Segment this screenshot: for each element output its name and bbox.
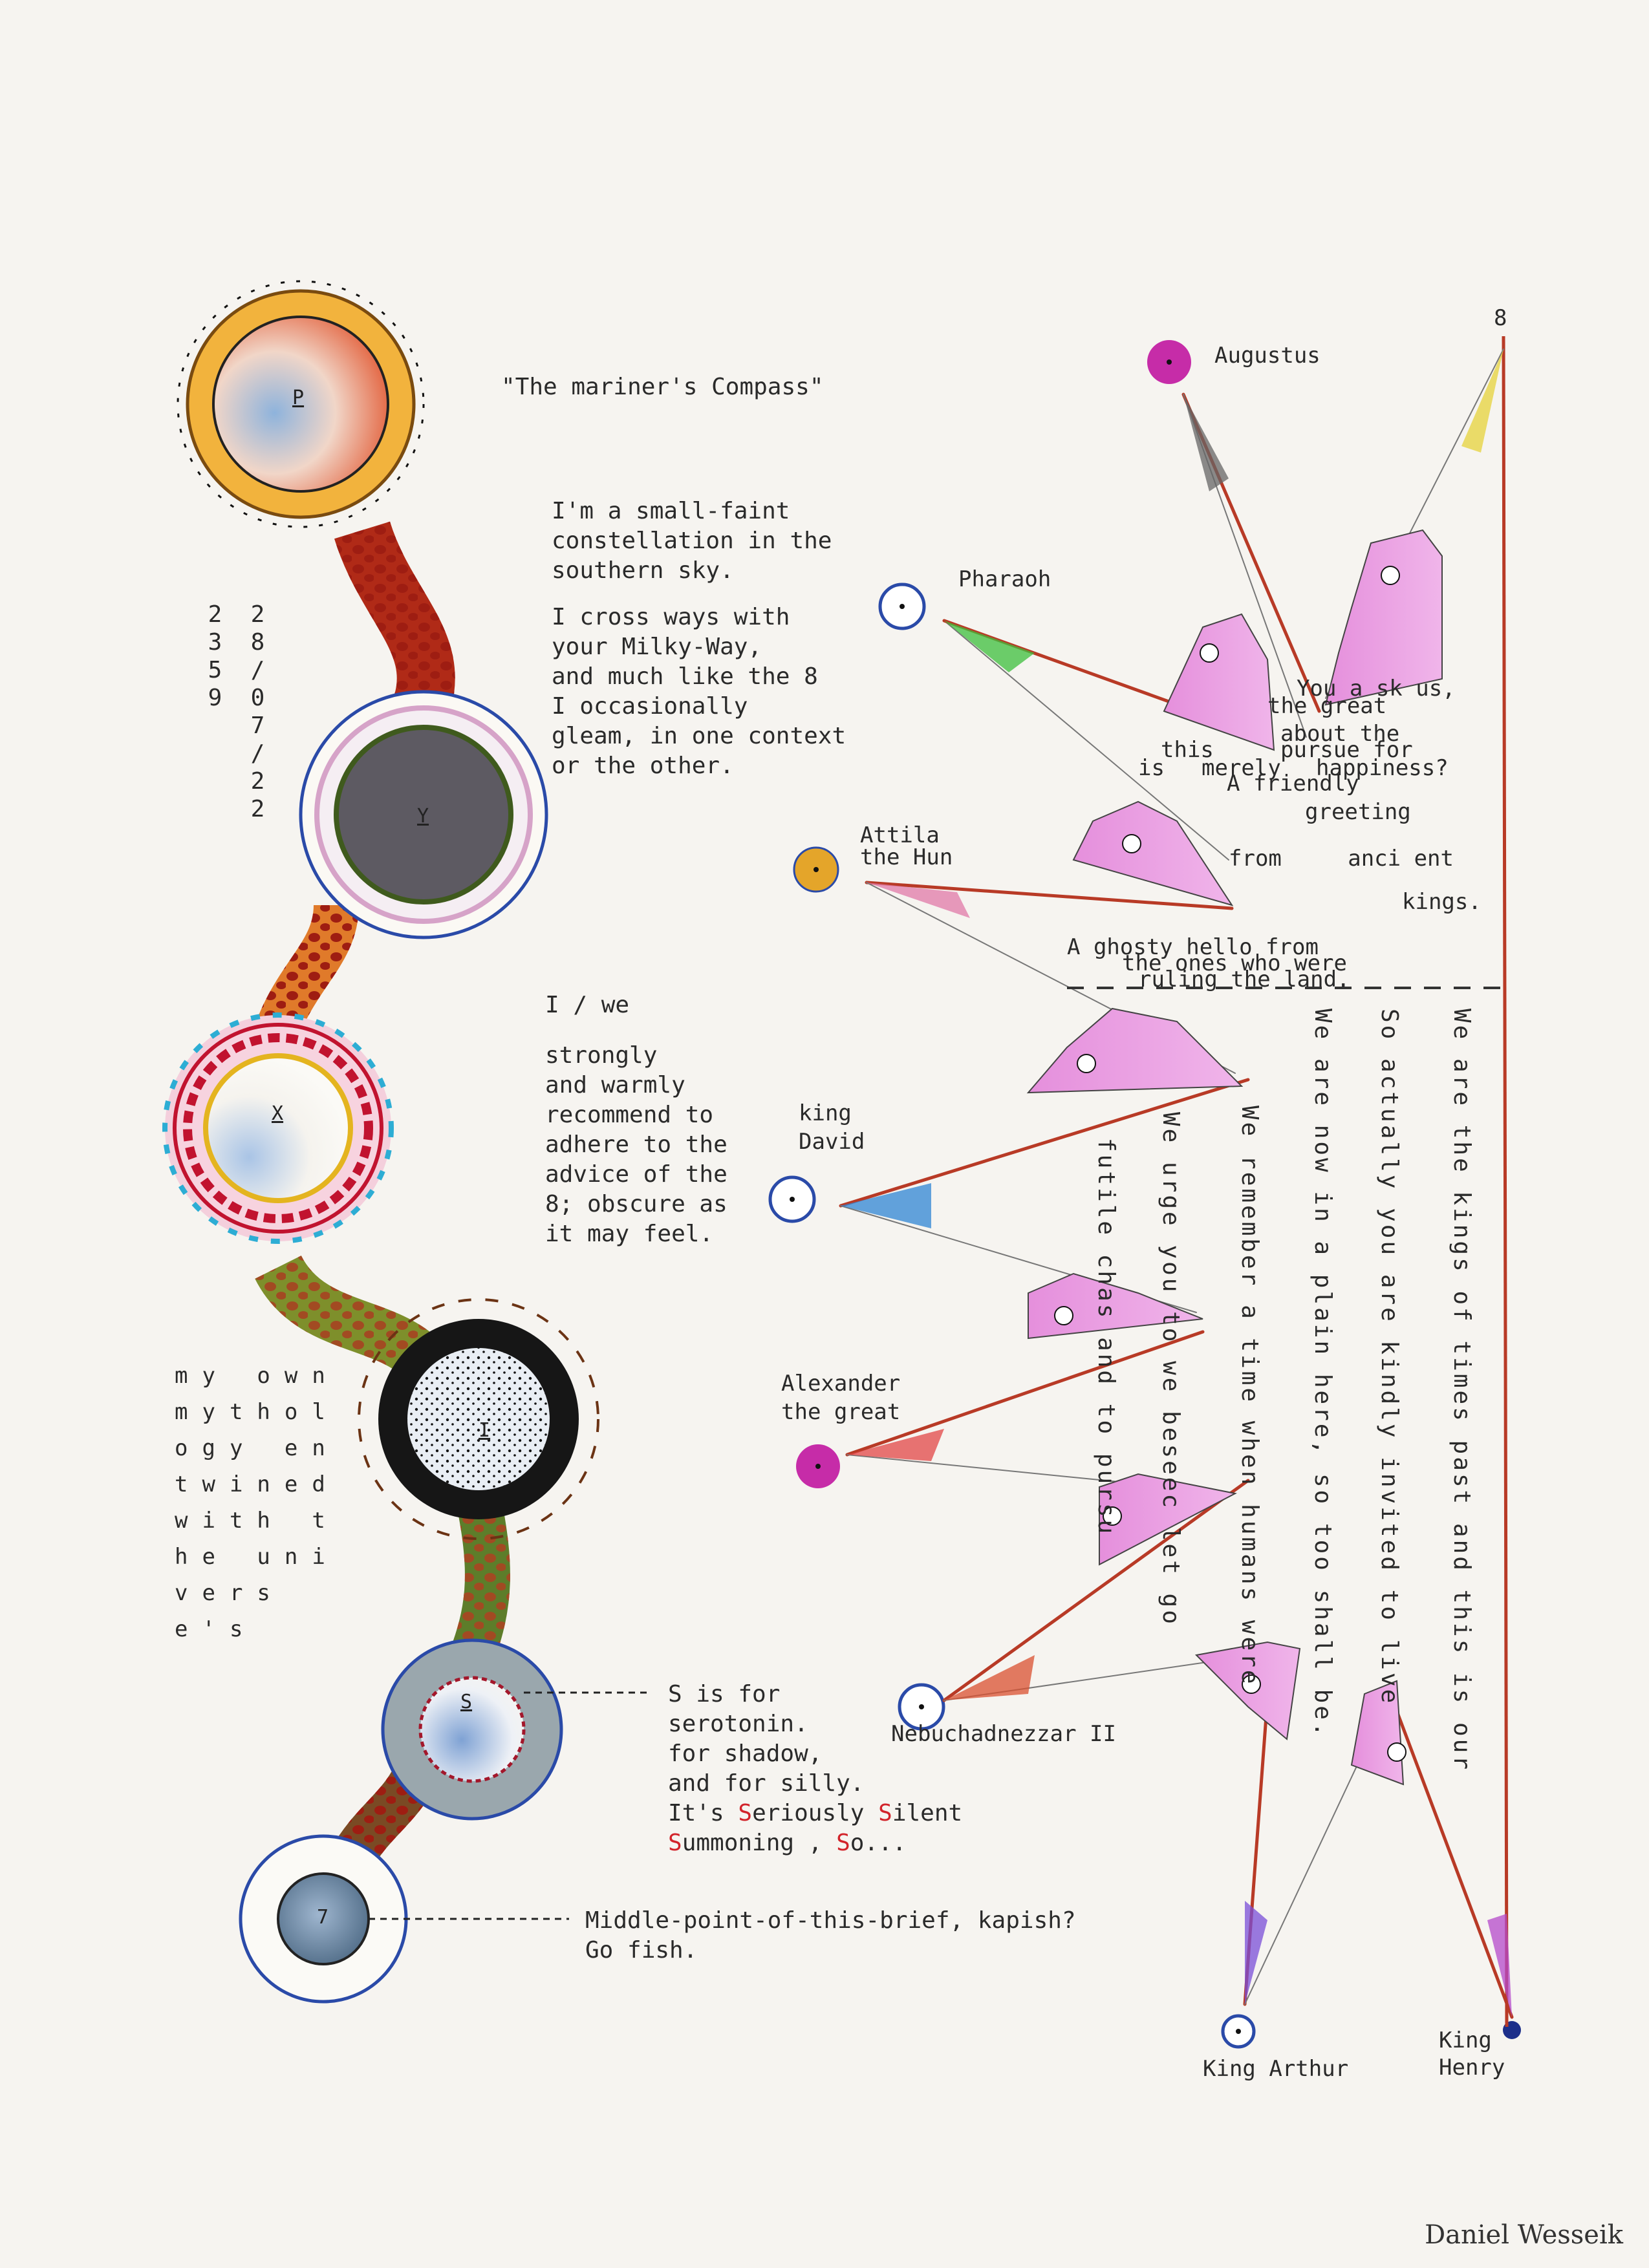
side-number-time: 2359 [202, 601, 228, 712]
ghost-text-2: the ones who were [1122, 950, 1347, 976]
label-attila: Attila the Hun [860, 822, 953, 870]
king-dots [768, 340, 1521, 2049]
intro-line-5: your Milky-Way, [552, 634, 762, 660]
orb-x [162, 1012, 394, 1244]
artist-signature: Daniel Wesseik [1425, 2220, 1623, 2250]
label-arthur: King Arthur [1203, 2056, 1349, 2082]
orb-letter-p: P [292, 387, 305, 409]
ghost-text-3: ruling the land. [1138, 967, 1350, 992]
seven-note-line-1: Middle-point-of-this-brief, kapish? [585, 1907, 1076, 1934]
intro-line-7: I occasionally [552, 693, 748, 720]
intro-line-8: gleam, in one context [552, 723, 846, 749]
vertical-line-5: So actually you are kindly invited to li… [1376, 1009, 1403, 1706]
s-note-line-6: Summoning , So... [668, 1828, 907, 1858]
label-augustus: Augustus [1214, 343, 1320, 369]
page-title: "The mariner's Compass" [501, 374, 824, 400]
advice-line-4: and warmly [545, 1072, 685, 1098]
right-text-3: about the [1280, 721, 1400, 747]
intro-line-9: or the other. [552, 753, 734, 779]
orb-y [299, 690, 548, 939]
advice-line-3: strongly [545, 1042, 658, 1069]
s-note-6c: S [836, 1830, 850, 1856]
advice-line-5: recommend to [545, 1102, 714, 1128]
s-note-6b: ummoning , [682, 1830, 837, 1856]
label-pharaoh: Pharaoh [958, 566, 1051, 592]
s-note-line-1: S is for [668, 1681, 781, 1707]
orb-p [177, 280, 425, 528]
s-note-6d: o... [850, 1830, 907, 1856]
right-text-2: the great [1267, 693, 1387, 719]
s-note-5e: ilent [892, 1800, 963, 1826]
vertical-line-2: We urge you to we beseec let go [1158, 1112, 1184, 1627]
vertical-line-6: We are the kings of times past and this … [1449, 1009, 1475, 1772]
side-number-date: 28/07/22 [244, 601, 271, 824]
label-eight: 8 [1494, 305, 1507, 331]
orb-letter-i: I [479, 1419, 491, 1442]
s-note-line-3: for shadow, [668, 1740, 823, 1767]
advice-line-7: advice of the [545, 1161, 727, 1188]
s-note-line-2: serotonin. [668, 1711, 808, 1737]
right-text-8: merely [1202, 755, 1281, 781]
orb-7 [239, 1834, 569, 2004]
ghost-text-1: A ghosty hello from [1067, 934, 1319, 960]
s-note-5d: S [878, 1800, 892, 1826]
right-text-9: A friendly [1227, 771, 1359, 797]
intro-line-3: southern sky. [552, 557, 734, 584]
s-note-line-4: and for silly. [668, 1770, 865, 1797]
intro-line-6: and much like the 8 [552, 663, 818, 690]
advice-line-8: 8; obscure as [545, 1191, 727, 1217]
orb-letter-s: S [460, 1691, 473, 1713]
right-text-5: happiness? [1316, 755, 1449, 781]
intro-line-2: constellation in the [552, 528, 832, 554]
label-alexander: Alexander the great [781, 1371, 901, 1425]
advice-line-6: adhere to the [545, 1131, 727, 1158]
orb-i [358, 1298, 599, 1540]
vertical-line-4: We are now in a plain here, so too shall… [1310, 1009, 1336, 1739]
label-henry: King Henry [1439, 2027, 1505, 2081]
mythology-text: my own mythology entwined with the unive… [175, 1363, 339, 1642]
intro-line-1: I'm a small-faint [552, 498, 790, 524]
right-text-6: this [1161, 737, 1214, 763]
orb-letter-7: 7 [317, 1906, 329, 1929]
label-nebuchadnezzar: Nebuchadnezzar II [891, 1721, 1116, 1747]
right-text-12: kings. [1402, 889, 1482, 915]
right-text-1: You a sk us, [1297, 676, 1456, 701]
face-eyes [1054, 566, 1406, 1762]
s-note-5c: eriously [752, 1800, 879, 1826]
advice-line-9: it may feel. [545, 1221, 714, 1247]
intro-line-4: I cross ways with [552, 604, 790, 630]
orb-letter-y: Y [417, 805, 429, 828]
right-text-10: greeting [1305, 799, 1411, 825]
label-david: king David [799, 1100, 865, 1155]
vertical-line-1: futile chas and to pursu [1093, 1138, 1119, 1537]
eight-line [1502, 336, 1509, 2027]
s-note-5b: S [738, 1800, 753, 1826]
right-text-11: from anci ent [1229, 846, 1454, 872]
orb-s [381, 1638, 647, 1821]
s-note-line-5: It's Seriously Silent [668, 1799, 962, 1828]
seven-note-line-2: Go fish. [585, 1937, 698, 1963]
vertical-line-3: We remember a time when humans were [1236, 1106, 1263, 1687]
s-note-5a: It's [668, 1800, 738, 1826]
right-text-4: pursue for [1280, 737, 1413, 763]
advice-line-1: I / we [545, 992, 630, 1018]
s-note-6a: S [668, 1830, 682, 1856]
right-text-7: is [1138, 755, 1165, 781]
orb-letter-x: X [272, 1102, 284, 1125]
color-fades [841, 349, 1512, 2017]
